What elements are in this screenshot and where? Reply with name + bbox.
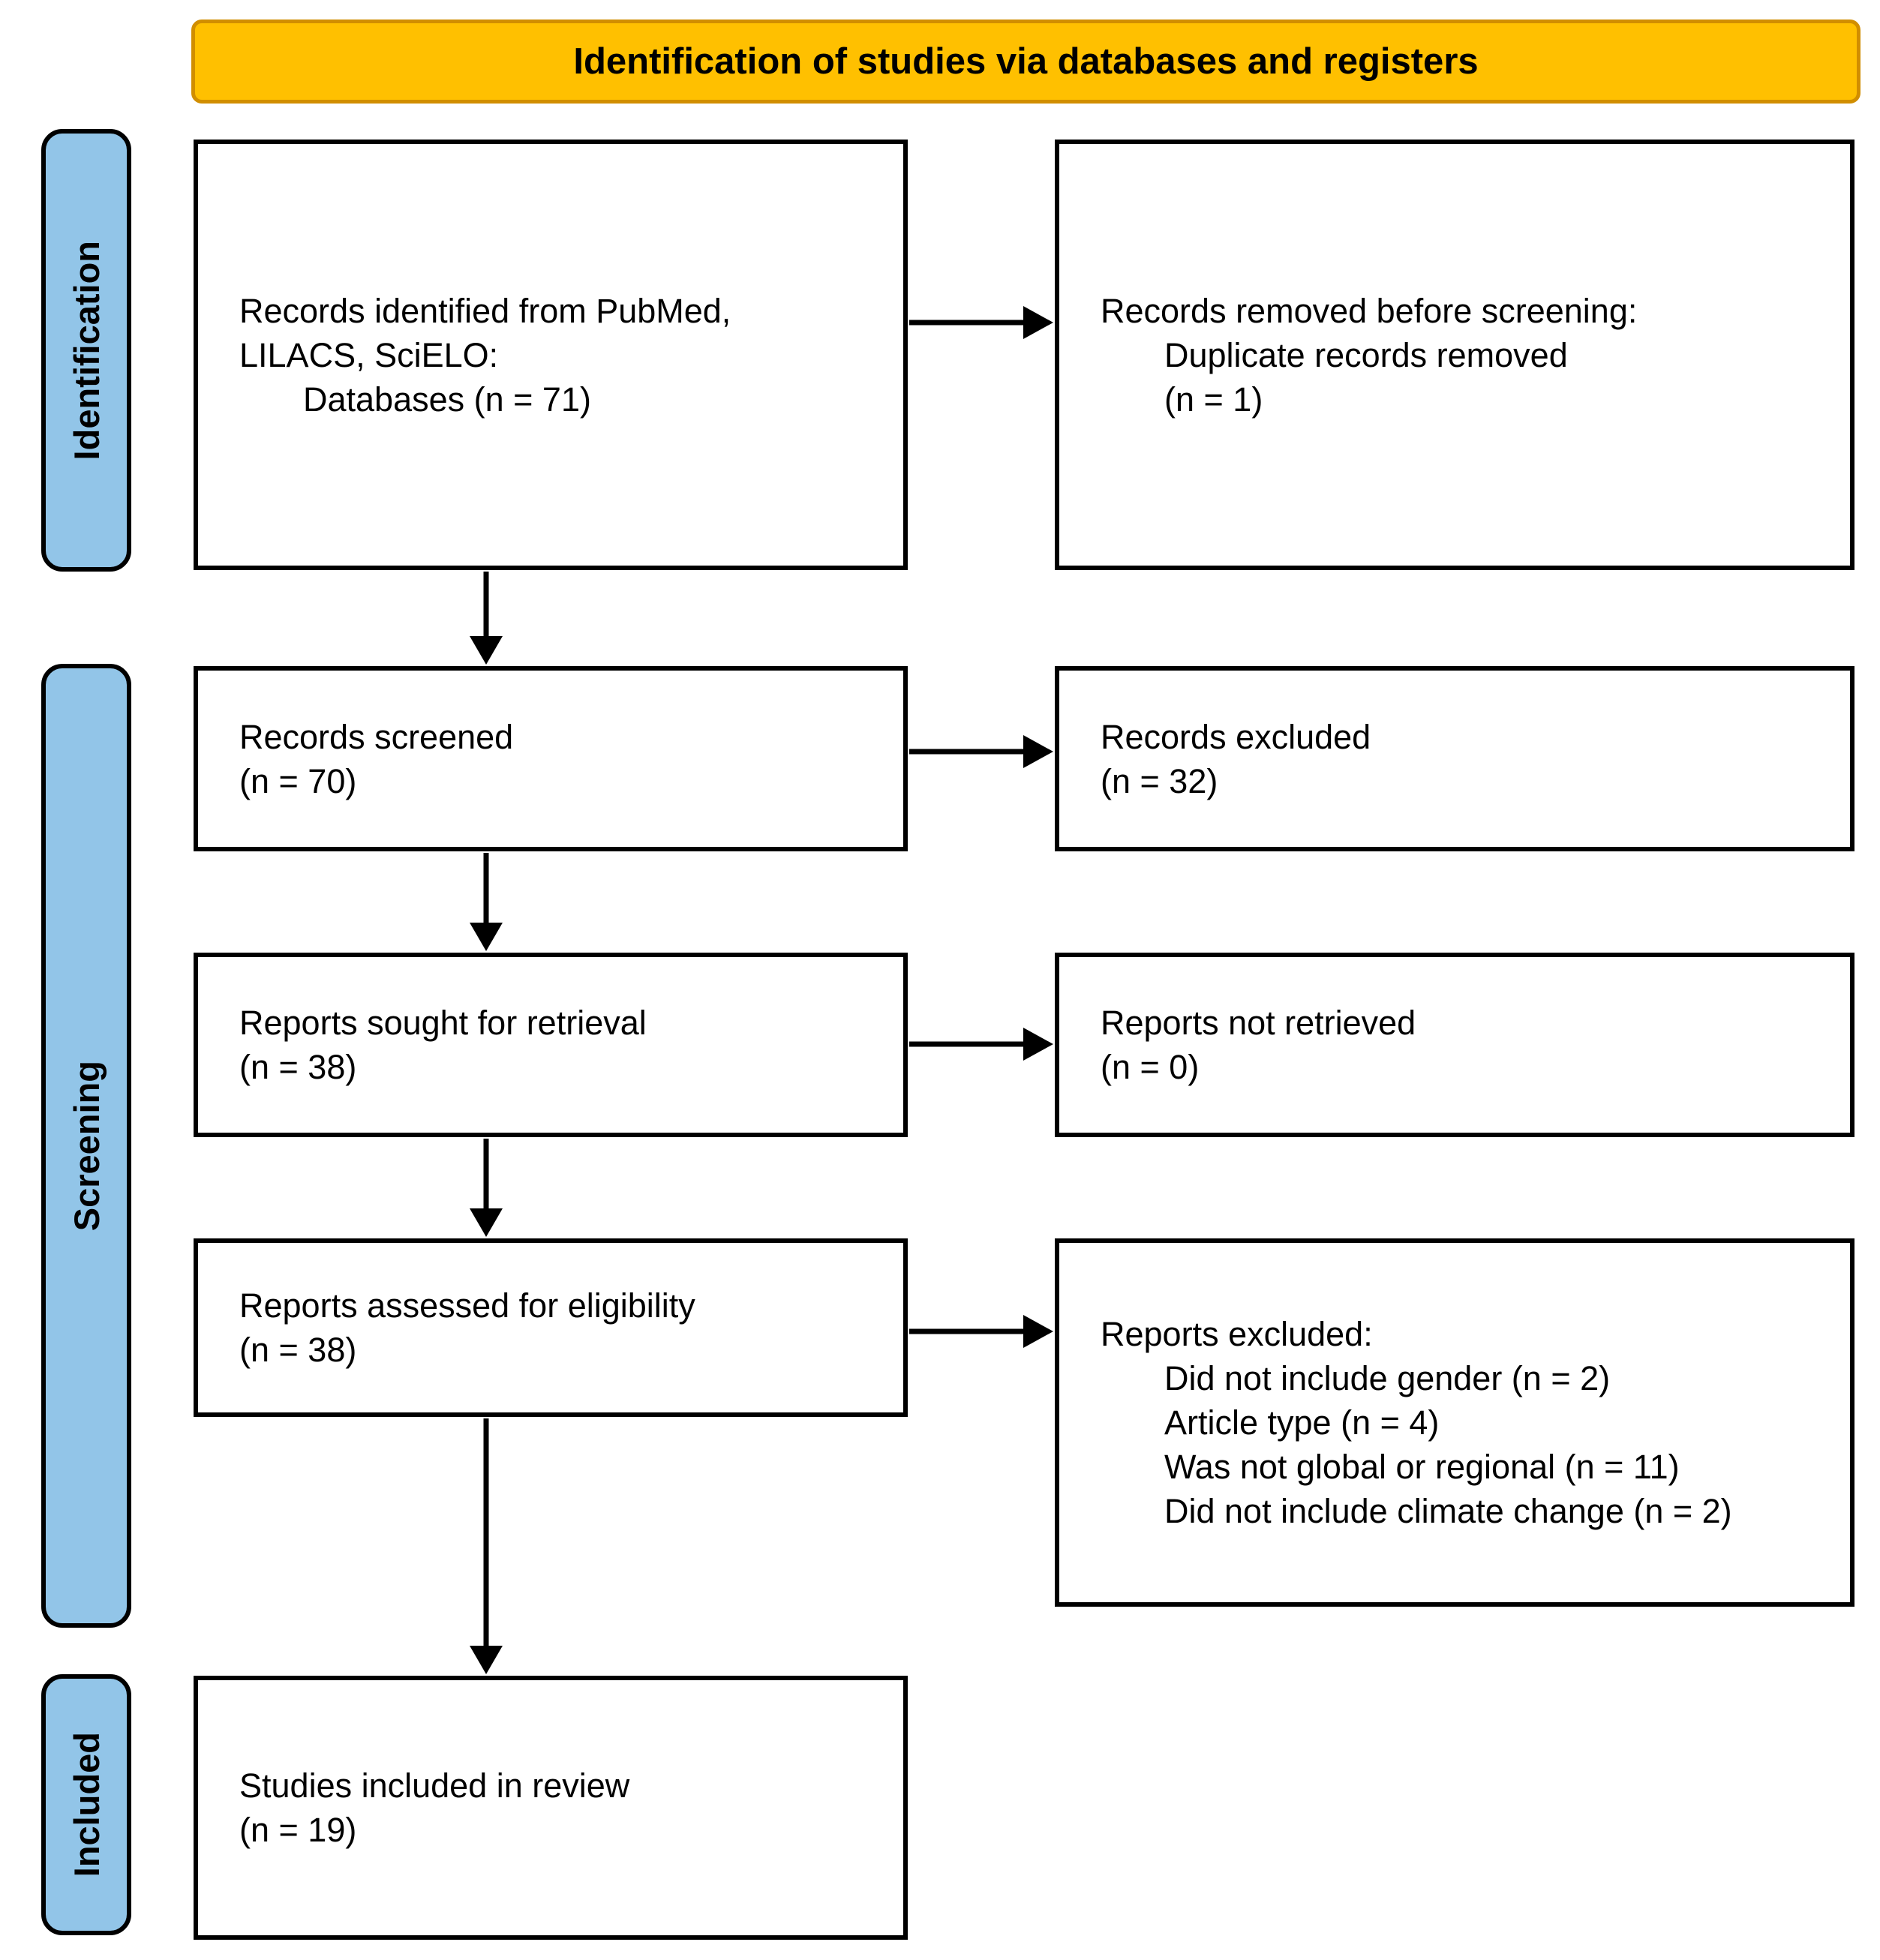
reports-sought-count: (n = 38) bbox=[239, 1048, 357, 1086]
box-records-excluded: Records excluded (n = 32) bbox=[1055, 666, 1854, 851]
records-screened-line1: Records screened bbox=[239, 717, 514, 756]
box-studies-included: Studies included in review (n = 19) bbox=[194, 1676, 908, 1940]
records-identified-line2: LILACS, SciELO: bbox=[239, 335, 499, 374]
box-reports-assessed: Reports assessed for eligibility (n = 38… bbox=[194, 1238, 908, 1417]
records-identified-count: Databases (n = 71) bbox=[303, 380, 591, 419]
box-records-removed: Records removed before screening: Duplic… bbox=[1055, 140, 1854, 570]
stage-label-identification: Identification bbox=[66, 240, 107, 461]
records-identified-line1: Records identified from PubMed, bbox=[239, 291, 731, 330]
diagram-title: Identification of studies via databases … bbox=[573, 41, 1479, 82]
studies-included-line1: Studies included in review bbox=[239, 1766, 630, 1805]
box-reports-sought: Reports sought for retrieval (n = 38) bbox=[194, 953, 908, 1137]
reports-not-retrieved-line1: Reports not retrieved bbox=[1101, 1004, 1416, 1042]
records-removed-line1: Records removed before screening: bbox=[1101, 291, 1638, 330]
reports-assessed-count: (n = 38) bbox=[239, 1331, 357, 1369]
arrow-identified-to-removed bbox=[909, 306, 1053, 339]
reports-excluded-heading: Reports excluded: bbox=[1101, 1315, 1373, 1353]
stage-bar-identification: Identification bbox=[41, 129, 131, 572]
diagram-title-banner: Identification of studies via databases … bbox=[191, 20, 1860, 104]
reports-excluded-reason-4: Did not include climate change (n = 2) bbox=[1164, 1492, 1732, 1530]
arrow-sought-to-notretrieved bbox=[909, 1028, 1053, 1061]
stage-label-screening: Screening bbox=[66, 1060, 107, 1232]
reports-excluded-reason-3: Was not global or regional (n = 11) bbox=[1164, 1448, 1680, 1486]
records-screened-count: (n = 70) bbox=[239, 761, 357, 800]
stage-label-included: Included bbox=[66, 1732, 107, 1877]
arrow-screened-to-sought bbox=[470, 853, 503, 951]
reports-not-retrieved-count: (n = 0) bbox=[1101, 1048, 1200, 1086]
box-reports-excluded: Reports excluded: Did not include gender… bbox=[1055, 1238, 1854, 1607]
records-excluded-line1: Records excluded bbox=[1101, 717, 1371, 756]
studies-included-count: (n = 19) bbox=[239, 1811, 357, 1849]
arrow-screened-to-excluded bbox=[909, 735, 1053, 768]
records-removed-line2: Duplicate records removed bbox=[1164, 335, 1568, 374]
records-excluded-count: (n = 32) bbox=[1101, 761, 1218, 800]
reports-sought-line1: Reports sought for retrieval bbox=[239, 1004, 647, 1042]
stage-bar-included: Included bbox=[41, 1674, 131, 1935]
reports-excluded-reason-2: Article type (n = 4) bbox=[1164, 1403, 1440, 1442]
reports-excluded-reason-1: Did not include gender (n = 2) bbox=[1164, 1359, 1611, 1397]
arrow-identified-to-screened bbox=[470, 572, 503, 665]
box-records-identified: Records identified from PubMed, LILACS, … bbox=[194, 140, 908, 570]
records-removed-count: (n = 1) bbox=[1164, 380, 1263, 419]
arrow-sought-to-assessed bbox=[470, 1139, 503, 1237]
reports-assessed-line1: Reports assessed for eligibility bbox=[239, 1286, 695, 1325]
arrow-assessed-to-reportsexcluded bbox=[909, 1315, 1053, 1348]
box-records-screened: Records screened (n = 70) bbox=[194, 666, 908, 851]
stage-bar-screening: Screening bbox=[41, 664, 131, 1628]
box-reports-not-retrieved: Reports not retrieved (n = 0) bbox=[1055, 953, 1854, 1137]
arrow-assessed-to-included bbox=[470, 1418, 503, 1674]
